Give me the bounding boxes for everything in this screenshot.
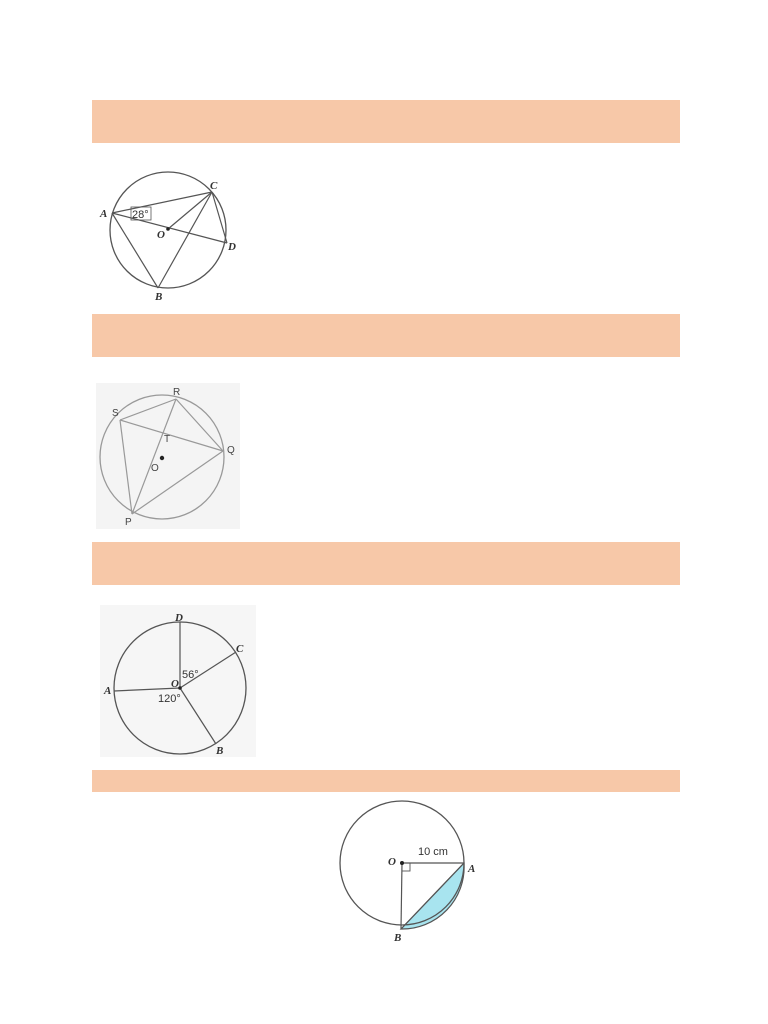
point-label-d: D — [227, 241, 236, 253]
point-label-b: B — [154, 291, 162, 303]
right-angle-mark — [401, 862, 411, 872]
point-label-a: A — [103, 685, 111, 697]
point-label-a: A — [99, 208, 107, 220]
chord-pq — [131, 450, 224, 515]
radius-oc — [179, 651, 237, 689]
point-label-t: T — [164, 434, 170, 445]
chord-sp — [119, 419, 133, 515]
point-label-c: C — [210, 180, 218, 192]
section-band-2 — [92, 314, 680, 357]
chord-ab — [400, 862, 465, 930]
point-label-o: O — [171, 678, 179, 690]
figure-4-svg: O A B 10 cm — [339, 800, 475, 944]
chord-ac — [111, 191, 213, 214]
chord-pr — [131, 398, 177, 515]
section-band-1 — [92, 100, 680, 143]
point-label-o: O — [151, 463, 159, 474]
figure-circle-abcd: 28° A C O D B — [95, 170, 255, 310]
center-point — [400, 861, 404, 865]
point-label-o: O — [157, 229, 165, 241]
point-label-o: O — [388, 856, 396, 868]
figure-2-bg — [96, 383, 240, 529]
angle-label: 28° — [132, 209, 149, 221]
point-label-b: B — [393, 932, 401, 944]
center-point — [178, 686, 182, 690]
angle-aob-label: 120° — [158, 693, 181, 705]
figure-circle-radii: D C A O B 56° 120° — [100, 605, 256, 757]
circle-outline — [109, 171, 227, 289]
point-label-c: C — [236, 643, 244, 655]
section-band-4 — [92, 770, 680, 792]
center-point — [159, 455, 165, 461]
chord-rq — [175, 398, 224, 452]
point-label-a: A — [467, 863, 475, 875]
center-point — [166, 227, 170, 231]
chord-sr — [119, 398, 177, 421]
figure-3-svg: D C A O B 56° 120° — [100, 605, 256, 757]
figure-2-svg: S R T Q O P — [96, 383, 240, 529]
chord-ab — [111, 212, 159, 289]
point-label-s: S — [112, 408, 119, 419]
figure-1-svg: 28° A C O D B — [99, 171, 236, 303]
radius-length-label: 10 cm — [418, 846, 448, 858]
chord-sq — [119, 419, 224, 452]
section-band-3 — [92, 542, 680, 585]
figure-circle-srqp: S R T Q O P — [96, 383, 240, 529]
point-label-b: B — [215, 745, 223, 757]
angle-doc-label: 56° — [182, 669, 199, 681]
chord-cd — [211, 191, 228, 244]
circle-outline — [99, 394, 225, 520]
point-label-r: R — [173, 387, 180, 398]
radius-oc — [167, 191, 213, 230]
radius-ob — [179, 687, 217, 745]
point-label-p: P — [125, 517, 132, 528]
radius-oa — [113, 687, 181, 692]
chord-bc — [157, 191, 213, 289]
point-label-q: Q — [227, 445, 235, 456]
figure-circle-segment: O A B 10 cm — [330, 794, 490, 946]
point-label-d: D — [174, 612, 183, 624]
radius-ob — [400, 862, 403, 930]
angle-box — [130, 206, 152, 221]
